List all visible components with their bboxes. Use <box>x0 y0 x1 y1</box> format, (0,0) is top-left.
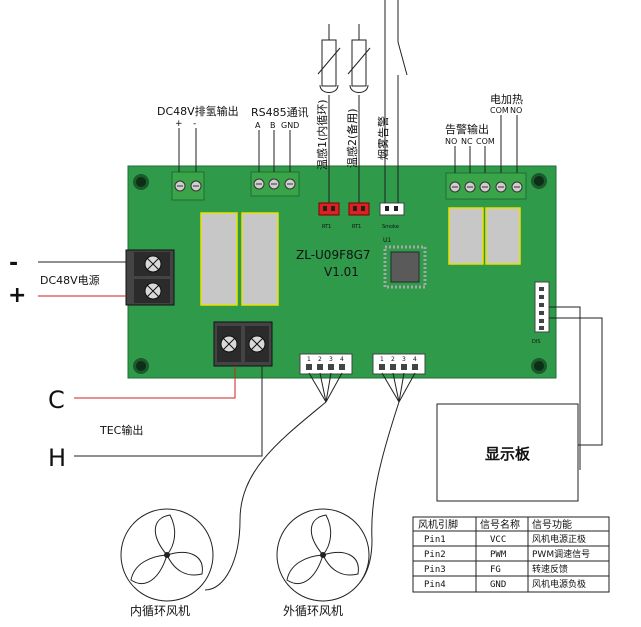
pin-table-row3-pin: Pin3 <box>424 565 446 575</box>
chip-label: U1 <box>383 237 391 244</box>
rs485-terminal[interactable] <box>250 171 300 197</box>
fan2-pin-2: 2 <box>391 356 395 363</box>
heater-no: NO <box>510 106 522 115</box>
rt2-socket[interactable] <box>348 202 370 216</box>
pin-table-row2-pin: Pin2 <box>424 550 446 560</box>
inner-fan-label: 内循环风机 <box>130 604 190 618</box>
mcu-chip <box>383 245 427 289</box>
mounting-hole-icon <box>133 173 547 374</box>
pin-table-header-signal: 信号名称 <box>480 518 520 531</box>
pin-table-row1-function: 风机电源正极 <box>532 533 586 545</box>
fan1-pin-3: 3 <box>329 356 333 363</box>
tec-label: TEC输出 <box>99 423 143 437</box>
fan1-pin-1: 1 <box>307 356 311 363</box>
fan2-pin-3: 3 <box>402 356 406 363</box>
smoke-socket[interactable] <box>379 202 405 216</box>
dc48v-exhaust-title: DC48V排氢输出 <box>157 104 239 118</box>
outer-fan-label: 外循环风机 <box>283 604 343 618</box>
pin-table-row4-function: 风机电源负极 <box>532 578 586 590</box>
pin-table-row3-function: 转速反馈 <box>532 563 568 575</box>
tec-terminal[interactable] <box>213 321 273 367</box>
pin-table-header-function: 信号功能 <box>532 518 572 531</box>
fan1-pin-2: 2 <box>318 356 322 363</box>
power-label: DC48V电源 <box>40 273 100 287</box>
pin-table-row2-function: PWM调速信号 <box>532 548 590 560</box>
board-model: ZL-U09F8G7 <box>296 248 371 262</box>
inner-fan-icon <box>120 508 214 602</box>
board-version: V1.01 <box>324 265 359 279</box>
pin-table-row4-pin: Pin4 <box>424 580 446 590</box>
rs485-a: A <box>255 121 261 130</box>
rt1-label: RT1 <box>322 224 331 230</box>
relay-3 <box>448 207 484 265</box>
relay-4 <box>485 207 521 265</box>
relay-1 <box>200 212 238 306</box>
thermistor-2-icon <box>347 24 371 93</box>
dis-label: DIS <box>532 339 541 345</box>
pin-table-row3-signal: FG <box>490 565 501 575</box>
display-board[interactable] <box>436 403 579 502</box>
smoke-label: Smoke <box>382 224 399 230</box>
relay-2 <box>241 212 279 306</box>
power-plus: + <box>8 283 26 308</box>
display-board-label: 显示板 <box>485 445 531 463</box>
inner-fan-connector[interactable] <box>299 353 353 375</box>
rs485-gnd: GND <box>281 121 299 130</box>
heater-com: COM <box>490 106 509 115</box>
fan2-pin-4: 4 <box>413 356 417 363</box>
pin-table-header-pin: 风机引脚 <box>418 518 458 531</box>
pin-table-row1-signal: VCC <box>490 535 506 545</box>
pin-table-row2-signal: PWM <box>490 550 507 560</box>
smoke-alarm-label: 烟雾告警 <box>376 116 390 160</box>
power-terminal[interactable] <box>125 249 175 306</box>
alarm-com: COM <box>476 137 495 146</box>
thermistor-1-icon <box>317 24 341 93</box>
temp2-label: 温感2(备用) <box>345 108 359 168</box>
rt2-label: RT1 <box>352 224 361 230</box>
alarm-heater-terminal[interactable] <box>445 172 527 200</box>
temp1-label: 温感1(内循环) <box>315 99 329 170</box>
rt1-socket[interactable] <box>318 202 340 216</box>
tec-h: H <box>48 444 66 472</box>
dc48v-exhaust-plus: + <box>175 119 183 129</box>
tec-c: C <box>48 386 65 414</box>
pin-table-row1-pin: Pin1 <box>424 535 446 545</box>
dc48v-exhaust-minus: - <box>193 119 196 129</box>
alarm-no: NO <box>445 137 457 146</box>
outer-fan-icon <box>276 508 370 602</box>
display-connector[interactable] <box>534 281 550 333</box>
fan2-pin-1: 1 <box>380 356 384 363</box>
outer-fan-connector[interactable] <box>372 353 426 375</box>
fan1-pin-4: 4 <box>340 356 344 363</box>
pin-table-row4-signal: GND <box>490 580 506 590</box>
alarm-output-title: 告警输出 <box>445 122 489 136</box>
heater-title: 电加热 <box>490 93 523 106</box>
dc48v-exhaust-terminal[interactable] <box>171 171 205 201</box>
pin-table <box>412 516 610 593</box>
rs485-b: B <box>270 121 276 130</box>
rs485-title: RS485通讯 <box>251 106 309 119</box>
alarm-nc: NC <box>461 137 473 146</box>
power-minus: - <box>9 251 18 276</box>
pcb-board <box>127 165 557 379</box>
